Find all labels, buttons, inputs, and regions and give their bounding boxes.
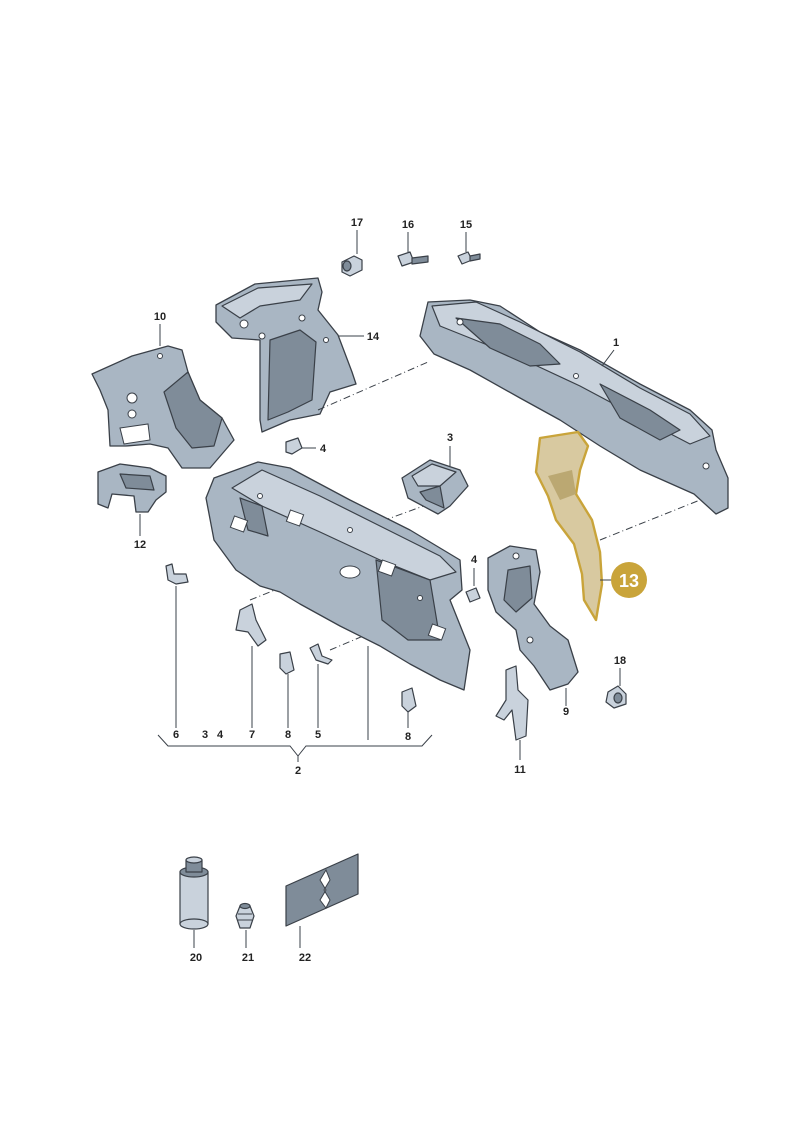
label-2: 2 bbox=[295, 765, 301, 777]
part-14-side-member-bracket[interactable] bbox=[215, 277, 357, 433]
part-18-clip[interactable] bbox=[605, 685, 627, 709]
label-8b: 8 bbox=[405, 731, 411, 743]
label-16: 16 bbox=[402, 219, 414, 231]
callout-13-label: 13 bbox=[619, 571, 639, 591]
label-14: 14 bbox=[367, 331, 380, 343]
callout-13[interactable]: 13 bbox=[611, 562, 647, 598]
group-brace-2 bbox=[157, 734, 433, 757]
label-4c: 4 bbox=[217, 729, 224, 741]
label-6: 6 bbox=[173, 729, 179, 741]
label-7: 7 bbox=[249, 729, 255, 741]
part-1-rear-cross-member[interactable] bbox=[419, 299, 729, 515]
part-10-wheelhouse-bracket[interactable] bbox=[91, 345, 235, 469]
label-8a: 8 bbox=[285, 729, 291, 741]
label-22: 22 bbox=[299, 952, 311, 964]
label-4a: 4 bbox=[320, 443, 327, 455]
part-5-clip[interactable] bbox=[309, 643, 333, 665]
label-3: 3 bbox=[447, 432, 453, 444]
label-10: 10 bbox=[154, 311, 166, 323]
label-20: 20 bbox=[190, 952, 202, 964]
part-15-screw[interactable] bbox=[457, 251, 481, 265]
part-6-clip[interactable] bbox=[165, 563, 189, 585]
label-15: 15 bbox=[460, 219, 472, 231]
part-22-sealing-sheet[interactable] bbox=[285, 853, 359, 927]
part-2-rear-panel[interactable] bbox=[205, 461, 471, 691]
part-3-mounting-bracket[interactable] bbox=[401, 459, 469, 515]
label-12: 12 bbox=[134, 539, 146, 551]
label-18: 18 bbox=[614, 655, 626, 667]
part-8-clip-right[interactable] bbox=[401, 687, 417, 713]
part-7-bracket[interactable] bbox=[235, 603, 267, 647]
part-4-clip-right[interactable] bbox=[465, 587, 481, 603]
part-21-plug[interactable] bbox=[235, 902, 255, 929]
part-13-highlighted-reinforcement[interactable] bbox=[534, 430, 604, 622]
label-11: 11 bbox=[514, 764, 526, 776]
part-8-clip-left[interactable] bbox=[279, 651, 295, 675]
label-17: 17 bbox=[351, 217, 363, 229]
part-4-clip-upper[interactable] bbox=[285, 437, 303, 455]
part-20-adhesive-cartridge[interactable] bbox=[179, 856, 209, 930]
label-5: 5 bbox=[315, 729, 321, 741]
label-9: 9 bbox=[563, 706, 569, 718]
part-9-side-bracket[interactable] bbox=[487, 545, 579, 691]
label-3b: 3 bbox=[202, 729, 208, 741]
label-21: 21 bbox=[242, 952, 254, 964]
part-12-small-bracket[interactable] bbox=[97, 463, 167, 513]
part-11-small-bracket[interactable] bbox=[495, 665, 529, 741]
label-1: 1 bbox=[613, 337, 619, 349]
label-4b: 4 bbox=[471, 554, 478, 566]
part-16-bolt[interactable] bbox=[397, 251, 429, 267]
part-17-nut[interactable] bbox=[341, 255, 363, 277]
